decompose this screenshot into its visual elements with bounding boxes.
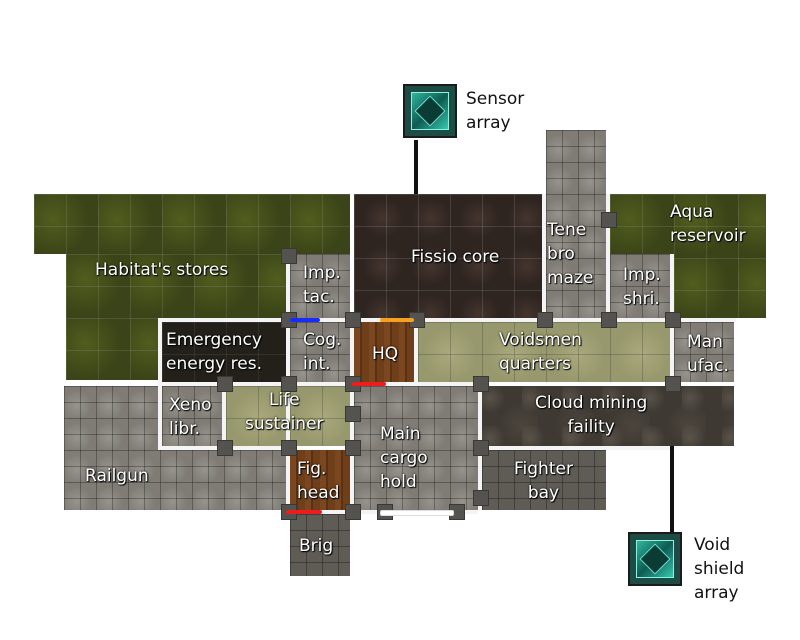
- label-fig-head: Fig. head: [297, 459, 340, 503]
- label-manufac: Man ufac.: [687, 332, 729, 376]
- room-fissio-core[interactable]: [354, 194, 542, 318]
- room-voidsmen-quarters[interactable]: [418, 322, 670, 382]
- void-shield-conduit: [670, 446, 674, 532]
- label-void-shield-array: Void shield array: [694, 535, 745, 603]
- label-sensor-array: Sensor array: [466, 89, 525, 133]
- room-hq[interactable]: [354, 322, 414, 382]
- label-imp-tac: Imp. tac.: [303, 263, 341, 307]
- door-red-hq[interactable]: [352, 382, 386, 386]
- label-aqua-reservoir: Aqua reservoir: [670, 202, 746, 246]
- door-blue-imp-tac[interactable]: [290, 318, 320, 322]
- label-voidsmen-quarters: Voidsmen quarters: [499, 330, 582, 374]
- room-cloud-mining[interactable]: [482, 386, 734, 446]
- label-habitats-stores: Habitat's stores: [95, 260, 229, 280]
- label-cog-int: Cog. int.: [303, 330, 342, 374]
- door-white-cargo[interactable]: [380, 510, 454, 516]
- room-xeno-libr[interactable]: [162, 386, 222, 446]
- room-imp-tac[interactable]: [290, 254, 350, 318]
- sensor-array-icon[interactable]: [403, 84, 457, 138]
- label-cloud-mining: Cloud mining faility: [535, 393, 648, 437]
- label-xeno-libr: Xeno libr.: [169, 395, 212, 439]
- room-fighter-bay[interactable]: [482, 450, 606, 510]
- room-imp-shri[interactable]: [610, 254, 670, 318]
- room-main-cargo-hold[interactable]: [354, 386, 478, 510]
- label-fighter-bay: Fighter bay: [514, 459, 573, 503]
- label-life-sustainer: Life sustainer: [245, 390, 324, 434]
- room-cog-int[interactable]: [290, 322, 350, 382]
- label-emergency-energy: Emergency energy res.: [166, 330, 262, 374]
- room-brig[interactable]: [290, 514, 350, 576]
- sensor-conduit: [414, 140, 418, 196]
- label-brig: Brig: [299, 536, 334, 556]
- label-imp-shri: Imp. shri.: [623, 265, 661, 309]
- void-shield-array-icon[interactable]: [628, 532, 682, 586]
- room-emergency-energy[interactable]: [162, 322, 288, 382]
- door-orange-fissio-core[interactable]: [380, 318, 414, 322]
- room-manufac[interactable]: [674, 322, 734, 382]
- room-tenebro-maze[interactable]: [546, 130, 606, 318]
- label-tenebro-maze: Tene bro maze: [547, 220, 594, 288]
- label-railgun: Railgun: [85, 466, 149, 486]
- label-hq: HQ: [372, 344, 399, 364]
- room-habitats-stores[interactable]: [34, 194, 350, 254]
- label-main-cargo-hold: Main cargo hold: [380, 424, 428, 492]
- label-fissio-core: Fissio core: [411, 247, 500, 267]
- room-fig-head[interactable]: [290, 450, 350, 510]
- door-red-fig-head[interactable]: [286, 510, 322, 514]
